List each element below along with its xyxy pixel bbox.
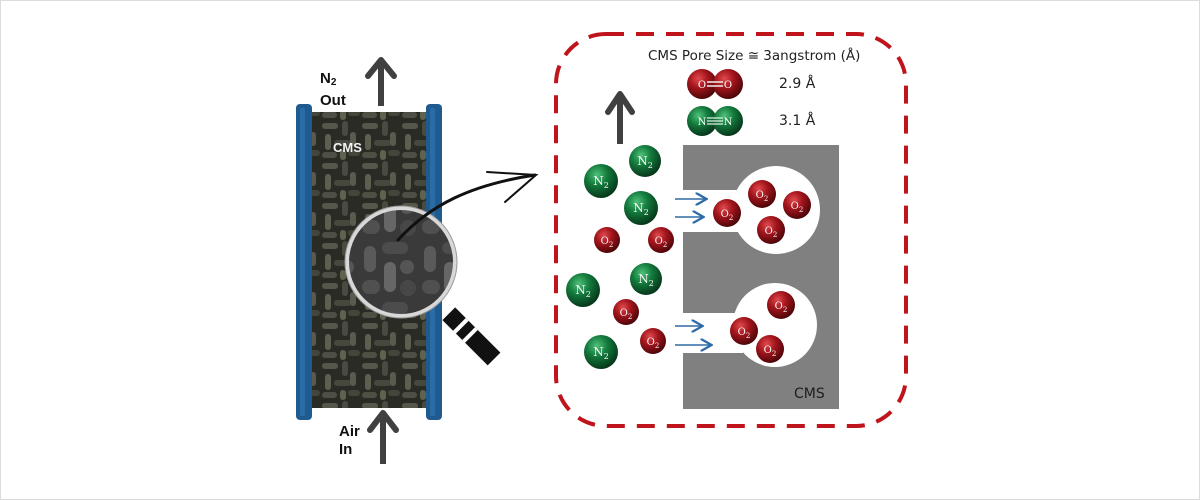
legend-n2-molecule: N N [687, 106, 743, 136]
cms-column-label: CMS [333, 140, 362, 155]
n2-molecule: N2 [584, 335, 618, 369]
o2-molecule: O2 [648, 227, 674, 253]
magnifier-icon [344, 205, 501, 366]
o2-molecule: O2 [748, 180, 776, 208]
pore-size-title: CMS Pore Size ≅ 3angstrom (Å) [648, 48, 861, 64]
pore-cavity-lower [733, 283, 817, 367]
atom-label: N [698, 117, 707, 128]
n2-molecule: N2 [624, 191, 658, 225]
n2-molecule: N2 [630, 263, 662, 295]
n2-molecule: N2 [629, 145, 661, 177]
o2-molecule: O2 [783, 191, 811, 219]
atom-label: O [698, 80, 706, 91]
n2-symbol: N [320, 70, 331, 87]
atom-label: N [724, 117, 733, 128]
o2-molecule: O2 [713, 199, 741, 227]
o2-molecule: O2 [594, 227, 620, 253]
o2-molecule: O2 [756, 335, 784, 363]
cms-block-label: CMS [794, 386, 825, 402]
o2-molecule: O2 [613, 299, 639, 325]
n2-molecule: N2 [566, 273, 600, 307]
zoom-pointer-arrow [396, 171, 539, 242]
n2-out-arrow [365, 57, 397, 106]
o2-molecule: O2 [757, 216, 785, 244]
flow-arrows [675, 199, 710, 345]
o2-molecule: O2 [730, 317, 758, 345]
legend-o2-molecule: O O [687, 69, 743, 99]
n2-subscript: 2 [330, 77, 337, 88]
air-text: Air [339, 423, 360, 440]
atom-label: O [724, 80, 732, 91]
out-text: Out [320, 92, 346, 109]
o2-size-label: 2.9 Å [779, 76, 816, 92]
o2-molecule: O2 [767, 291, 795, 319]
panel-up-arrow [605, 91, 635, 144]
o2-molecule: O2 [640, 328, 666, 354]
air-in-label: Air In [339, 423, 360, 459]
zoom-panel-border [554, 32, 908, 428]
n2-out-label: N2 Out [320, 70, 346, 110]
n2-molecule: N2 [584, 164, 618, 198]
n2-size-label: 3.1 Å [779, 113, 816, 129]
air-in-arrow [367, 410, 399, 464]
in-text: In [339, 441, 353, 458]
